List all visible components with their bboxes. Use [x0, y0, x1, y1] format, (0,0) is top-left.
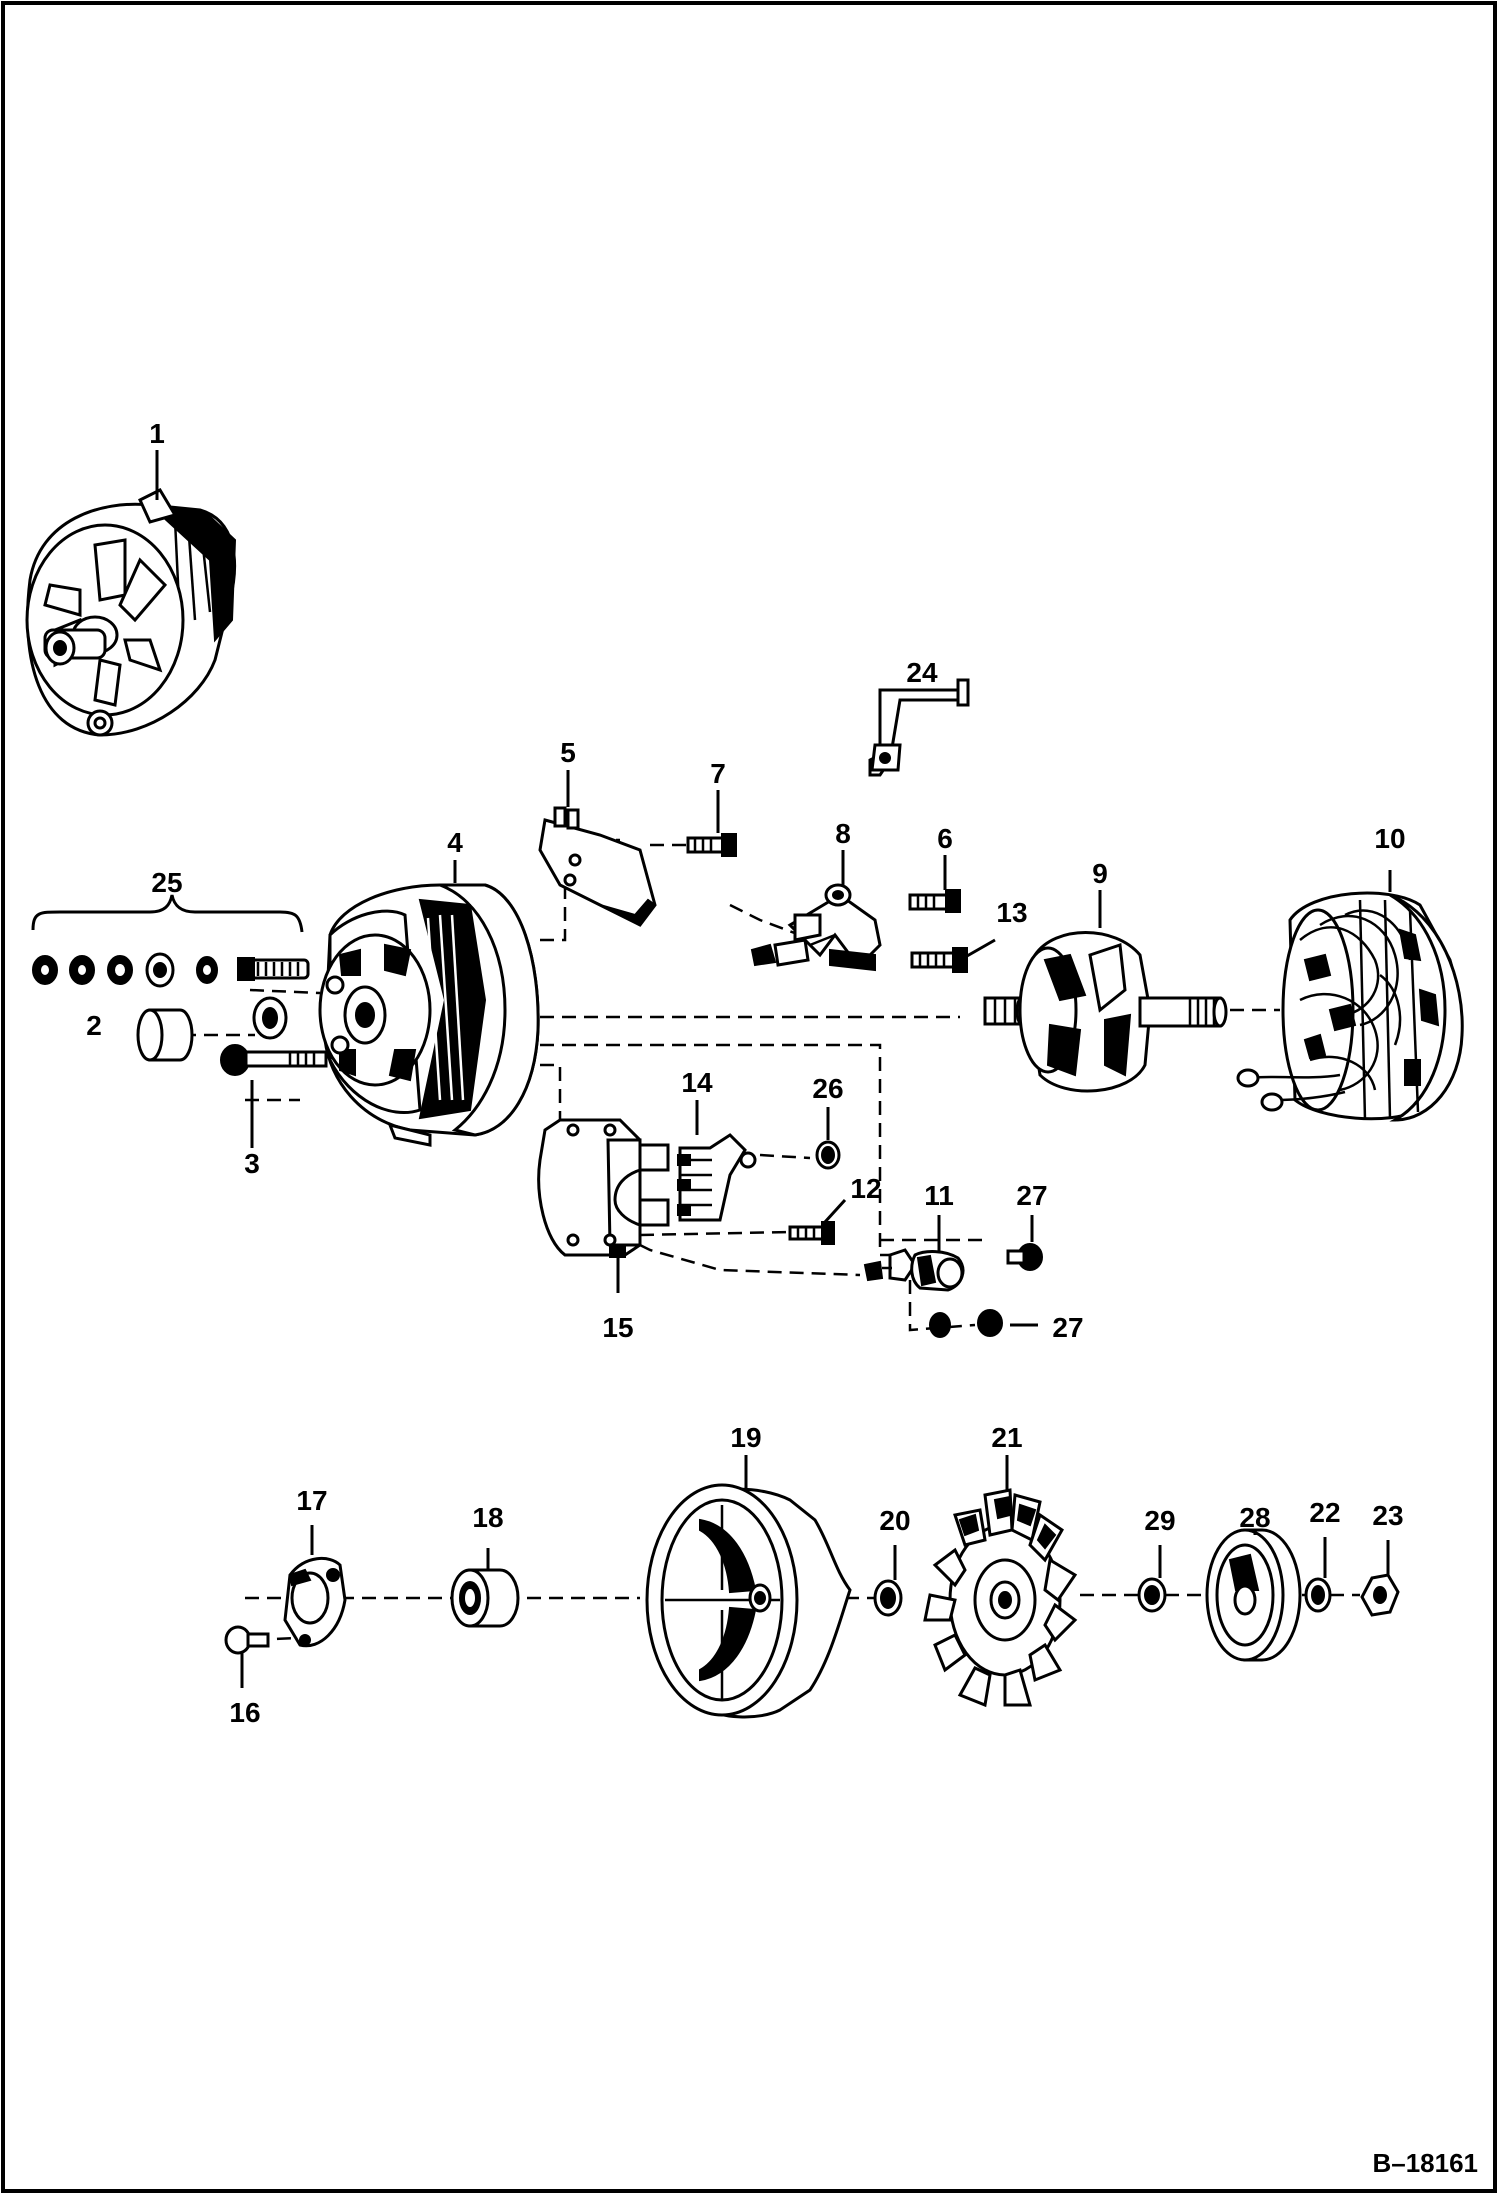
- part-7-screw: [686, 833, 737, 857]
- callout-21: 21: [991, 1422, 1022, 1453]
- callout-8: 8: [835, 818, 851, 849]
- part-12-screw: [788, 1221, 835, 1245]
- leader-lines: [155, 450, 1392, 1688]
- callout-18: 18: [472, 1502, 503, 1533]
- part-29-spacer: [1137, 1577, 1167, 1613]
- callout-5: 5: [560, 737, 576, 768]
- part-10-stator: [1236, 891, 1464, 1122]
- callout-14: 14: [681, 1067, 713, 1098]
- callout-27-lower: 27: [1052, 1312, 1083, 1343]
- callout-25: 25: [151, 867, 182, 898]
- part-9-rotor: [983, 931, 1228, 1093]
- callout-29: 29: [1144, 1505, 1175, 1536]
- part-18-bearing: [450, 1568, 520, 1628]
- part-23-nut: [1360, 1573, 1400, 1617]
- assembly-lines: [160, 838, 1360, 1642]
- callout-13: 13: [996, 897, 1027, 928]
- callout-2: 2: [86, 1010, 102, 1041]
- part-15-rectifier-bridge: [537, 1118, 670, 1258]
- part-26-nut: [815, 1140, 841, 1170]
- callout-27-upper: 27: [1016, 1180, 1047, 1211]
- callout-17: 17: [296, 1485, 327, 1516]
- callout-20: 20: [879, 1505, 910, 1536]
- part-4-end-frame-housing: [318, 883, 540, 1147]
- callout-labels: 1 2 3 4 5 6 7 8 9 10 11 12 13 14 15 16 1…: [86, 418, 1405, 1728]
- part-8-brush-holder: [750, 883, 882, 972]
- callout-12: 12: [850, 1173, 881, 1204]
- callout-3: 3: [244, 1148, 260, 1179]
- part-2-bushing: [136, 996, 288, 1062]
- callout-1: 1: [149, 418, 165, 449]
- part-13-screw: [910, 947, 968, 973]
- part-1-alternator-assembly: [25, 488, 237, 737]
- part-14-diode-trio: [677, 1133, 757, 1222]
- part-27-screws: [929, 1243, 1043, 1338]
- callout-4: 4: [447, 827, 463, 858]
- callout-15: 15: [602, 1312, 633, 1343]
- part-25-hardware-kit: [31, 894, 310, 988]
- callout-28: 28: [1239, 1502, 1270, 1533]
- part-21-fan: [923, 1488, 1078, 1708]
- part-28-pulley: [1205, 1528, 1302, 1662]
- part-22-washer: [1304, 1577, 1332, 1613]
- callout-10: 10: [1374, 823, 1405, 854]
- callout-19: 19: [730, 1422, 761, 1453]
- callout-23: 23: [1372, 1500, 1403, 1531]
- part-16-screw: [224, 1625, 270, 1655]
- part-6-screw: [908, 889, 961, 913]
- part-24-strap: [868, 678, 970, 777]
- part-3-through-bolt: [220, 1044, 328, 1076]
- part-19-drive-end-frame: [645, 1483, 852, 1719]
- callout-7: 7: [710, 758, 726, 789]
- part-17-bearing-retainer: [283, 1556, 347, 1648]
- callout-6: 6: [937, 823, 953, 854]
- part-5-rectifier-plate: [538, 806, 657, 927]
- callout-22: 22: [1309, 1497, 1340, 1528]
- callout-9: 9: [1092, 858, 1108, 889]
- callout-11: 11: [924, 1180, 954, 1211]
- drawing-reference-number: B–18161: [1372, 2148, 1478, 2178]
- part-11-capacitor: [863, 1248, 965, 1292]
- callout-24: 24: [906, 657, 938, 688]
- callout-26: 26: [812, 1073, 843, 1104]
- callout-16: 16: [229, 1697, 260, 1728]
- part-20-spacer: [873, 1579, 903, 1617]
